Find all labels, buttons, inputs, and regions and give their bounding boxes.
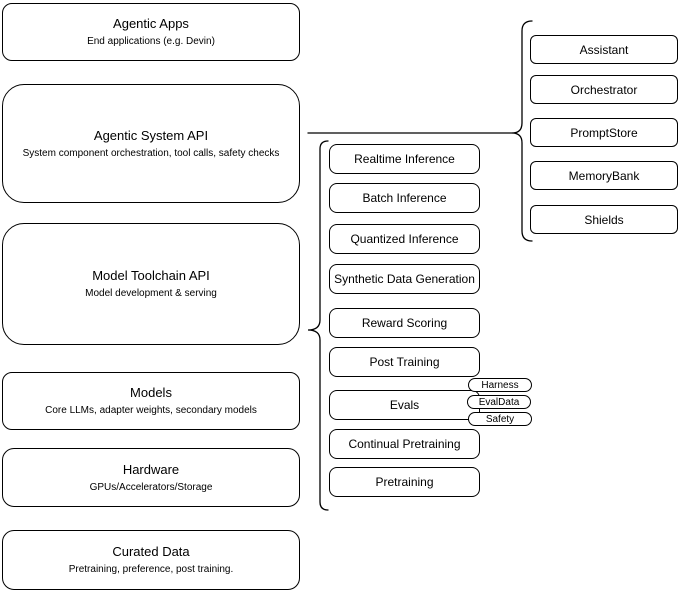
node-promptstore: PromptStore	[530, 118, 678, 147]
node-models: Models Core LLMs, adapter weights, secon…	[2, 372, 300, 430]
middle-column-brace	[307, 140, 329, 511]
node-post-training: Post Training	[329, 347, 480, 377]
node-model-toolchain-api-title: Model Toolchain API	[92, 268, 210, 283]
node-hardware-title: Hardware	[122, 461, 180, 477]
node-agentic-apps-subtitle: End applications (e.g. Devin)	[87, 36, 215, 47]
node-models-title: Models	[130, 385, 172, 400]
node-realtime-inference: Realtime Inference	[329, 144, 480, 174]
node-agentic-apps: Agentic Apps End applications (e.g. Devi…	[2, 3, 300, 61]
node-synthetic-data-generation: Synthetic Data Generation	[329, 264, 480, 294]
node-memorybank: MemoryBank	[530, 161, 678, 190]
node-quantized-inference: Quantized Inference	[329, 224, 480, 254]
tag-safety: Safety	[468, 412, 532, 426]
node-batch-inference: Batch Inference	[329, 183, 480, 213]
right-column-brace	[511, 20, 533, 242]
node-curated-data-title: Curated Data	[112, 544, 190, 559]
node-hardware: Hardware GPUs/Accelerators/Storage	[2, 448, 300, 507]
node-curated-data: Curated Data Pretraining, preference, po…	[2, 530, 300, 590]
node-curated-data-subtitle: Pretraining, preference, post training.	[68, 564, 234, 575]
node-shields: Shields	[530, 205, 678, 234]
node-agentic-system-api-title: Agentic System API	[93, 127, 209, 143]
node-pretraining: Pretraining	[329, 467, 480, 497]
tag-harness: Harness	[468, 378, 532, 392]
node-hardware-subtitle: GPUs/Accelerators/Storage	[89, 481, 213, 493]
tag-evaldata: EvalData	[467, 395, 531, 409]
node-model-toolchain-api-subtitle: Model development & serving	[85, 288, 217, 299]
node-continual-pretraining: Continual Pretraining	[329, 429, 480, 459]
node-models-subtitle: Core LLMs, adapter weights, secondary mo…	[45, 405, 257, 416]
node-reward-scoring: Reward Scoring	[329, 308, 480, 338]
node-agentic-apps-title: Agentic Apps	[113, 16, 189, 31]
node-agentic-system-api-subtitle: System component orchestration, tool cal…	[22, 147, 280, 159]
node-model-toolchain-api: Model Toolchain API Model development & …	[2, 223, 300, 345]
node-orchestrator: Orchestrator	[530, 75, 678, 104]
node-agentic-system-api: Agentic System API System component orch…	[2, 84, 300, 203]
node-assistant: Assistant	[530, 35, 678, 64]
node-evals: Evals	[329, 390, 480, 420]
